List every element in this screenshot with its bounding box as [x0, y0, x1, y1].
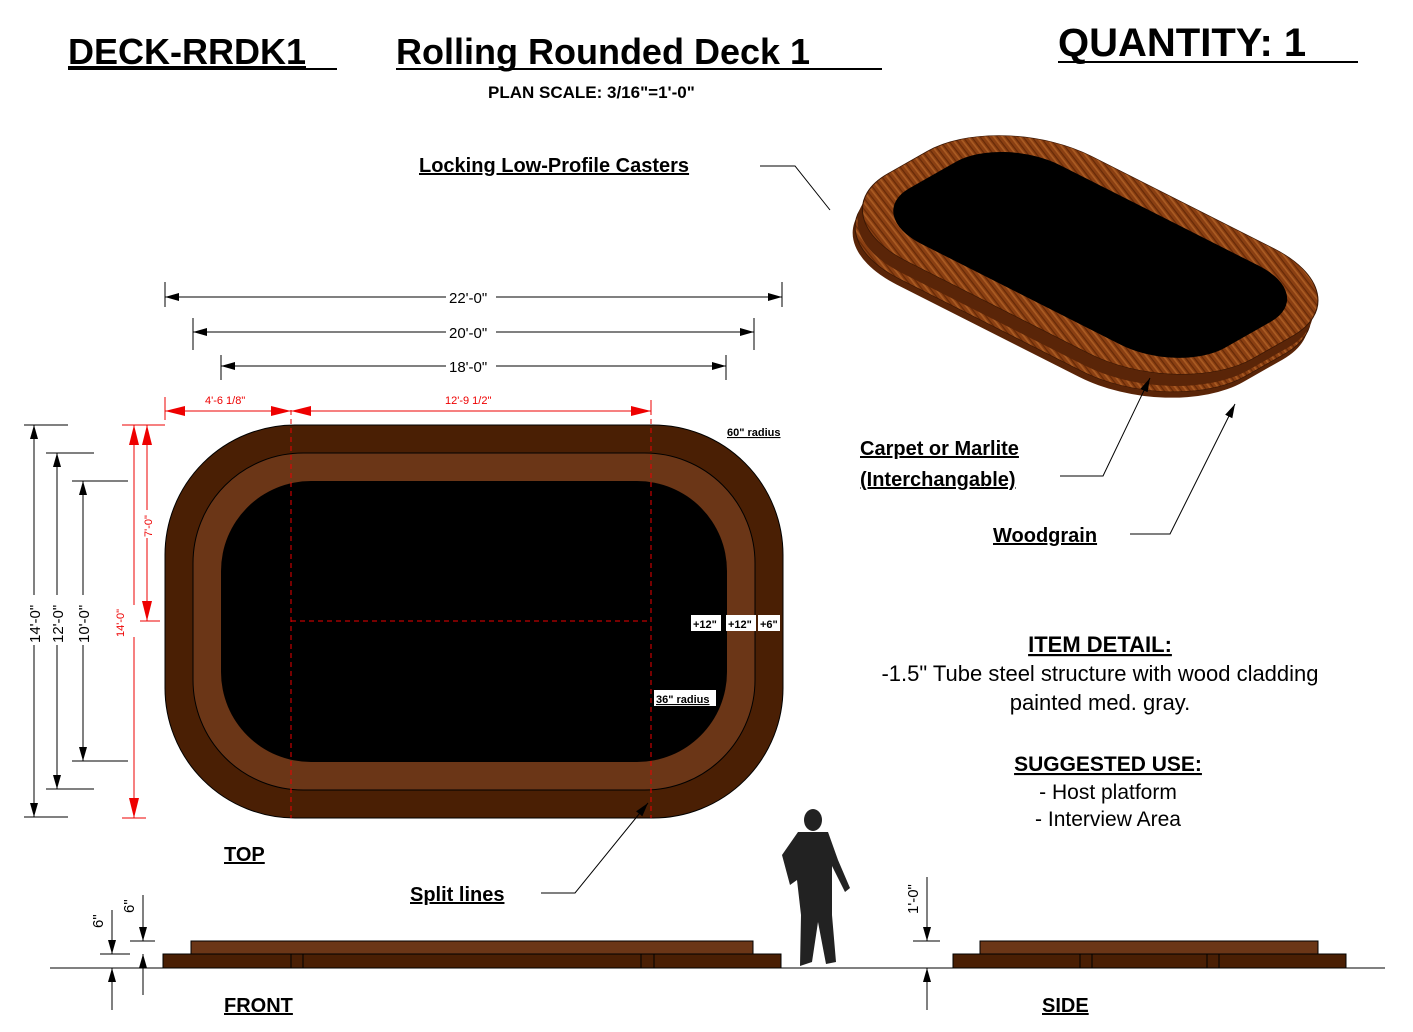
item-detail-line1: -1.5" Tube steel structure with wood cla… — [881, 661, 1318, 686]
label-plus-6: +6" — [760, 619, 778, 631]
callout-carpet-line1: Carpet or Marlite — [860, 438, 1019, 460]
item-detail-heading: ITEM DETAIL: — [1028, 632, 1172, 657]
callout-carpet-line2: (Interchangable) — [860, 469, 1016, 491]
dim-red-height-7: 7'-0" — [143, 515, 155, 537]
suggested-use-heading: SUGGESTED USE: — [1014, 753, 1202, 776]
suggested-use-1: - Host platform — [1039, 781, 1177, 804]
view-label-side: SIDE — [1042, 995, 1089, 1017]
suggested-use-2: - Interview Area — [1035, 808, 1181, 831]
dim-front-6-b: 6" — [121, 899, 138, 913]
side-elevation — [952, 940, 1347, 969]
dim-width-20: 20'-0" — [449, 325, 487, 342]
dim-red-height-14: 14'-0" — [115, 609, 127, 637]
dim-front-6-a: 6" — [90, 914, 107, 928]
dim-red-mid: 12'-9 1/2" — [445, 395, 491, 407]
callout-woodgrain: Woodgrain — [993, 525, 1097, 547]
dim-red-left: 4'-6 1/8" — [205, 395, 245, 407]
deck-code: DECK-RRDK1 — [68, 31, 306, 72]
dim-height-12: 12'-0" — [50, 605, 67, 643]
label-plus-12-a: +12" — [693, 619, 717, 631]
deck-3d-render — [852, 135, 1319, 398]
dim-side-height: 1'-0" — [905, 884, 922, 914]
human-scale-figure — [782, 809, 850, 966]
view-label-top: TOP — [224, 844, 265, 866]
radius-36-label: 36" radius — [656, 694, 710, 706]
quantity: QUANTITY: 1 — [1058, 21, 1306, 65]
dim-height-14: 14'-0" — [27, 605, 44, 643]
plan-scale: PLAN SCALE: 3/16"=1'-0" — [488, 83, 695, 102]
dim-height-10: 10'-0" — [76, 605, 93, 643]
deck-title: Rolling Rounded Deck 1 — [396, 31, 810, 72]
dim-width-18: 18'-0" — [449, 359, 487, 376]
callout-split-lines: Split lines — [410, 884, 504, 906]
radius-60-label: 60" radius — [727, 427, 781, 439]
top-plan-view — [164, 410, 784, 819]
front-elevation — [162, 940, 782, 969]
view-label-front: FRONT — [224, 995, 293, 1017]
callout-casters: Locking Low-Profile Casters — [419, 155, 689, 177]
item-detail: ITEM DETAIL: -1.5" Tube steel structure … — [881, 632, 1318, 831]
label-plus-12-b: +12" — [728, 619, 752, 631]
dim-width-22: 22'-0" — [449, 290, 487, 307]
item-detail-line2: painted med. gray. — [1010, 690, 1191, 715]
